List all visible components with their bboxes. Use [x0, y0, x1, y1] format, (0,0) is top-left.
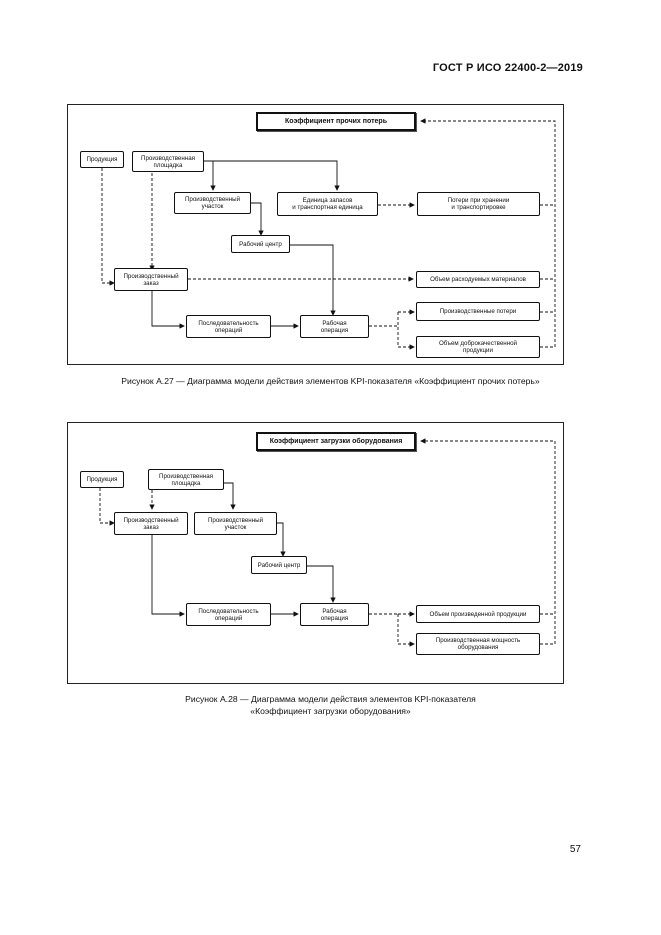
- operations-sequence-box: Последовательность операций: [186, 603, 271, 626]
- work-operation-box: Рабочая операция: [300, 603, 369, 626]
- diagram-a27: Коэффициент прочих потерь Продукция Прои…: [67, 104, 564, 365]
- diagram-a27-connectors: [101, 118, 556, 350]
- good-product-box: Объем доброкачественной продукции: [416, 336, 540, 358]
- product-box: Продукция: [80, 151, 124, 168]
- storage-losses-box: Потери при хранении и транспортировке: [417, 192, 540, 216]
- caption-a27: Рисунок А.27 — Диаграмма модели действия…: [121, 376, 540, 386]
- production-site-box: Производственная площадка: [132, 151, 204, 172]
- consumed-material-box: Объем расходуемых материалов: [416, 271, 540, 288]
- production-area-box: Производственный участок: [174, 192, 251, 214]
- kpi-title-box: Коэффициент загрузки оборудования: [256, 432, 416, 451]
- caption-a28: Рисунок А.28 — Диаграмма модели действия…: [185, 694, 476, 716]
- work-operation-box: Рабочая операция: [300, 315, 369, 338]
- production-losses-box: Производственные потери: [416, 302, 540, 321]
- storage-unit-box: Единица запасов и транспортная единица: [277, 192, 378, 216]
- work-center-box: Рабочий центр: [231, 235, 290, 253]
- standard-header: ГОСТ Р ИСО 22400-2—2019: [432, 62, 583, 74]
- product-box: Продукция: [80, 471, 124, 488]
- produced-volume-box: Объем произведенной продукции: [416, 605, 540, 623]
- kpi-title-box: Коэффициент прочих потерь: [256, 112, 416, 131]
- page-number: 57: [569, 844, 581, 855]
- production-order-box: Производственный заказ: [114, 268, 188, 291]
- diagram-a28-connectors: [99, 438, 556, 647]
- production-site-box: Производственная площадка: [148, 469, 224, 490]
- production-order-box: Производственный заказ: [114, 512, 188, 535]
- production-capacity-box: Производственная мощность оборудования: [416, 633, 540, 655]
- diagram-a28: Коэффициент загрузки оборудования Продук…: [67, 422, 564, 684]
- operations-sequence-box: Последовательность операций: [186, 315, 271, 338]
- production-area-box: Производственный участок: [194, 512, 277, 535]
- work-center-box: Рабочий центр: [251, 556, 307, 574]
